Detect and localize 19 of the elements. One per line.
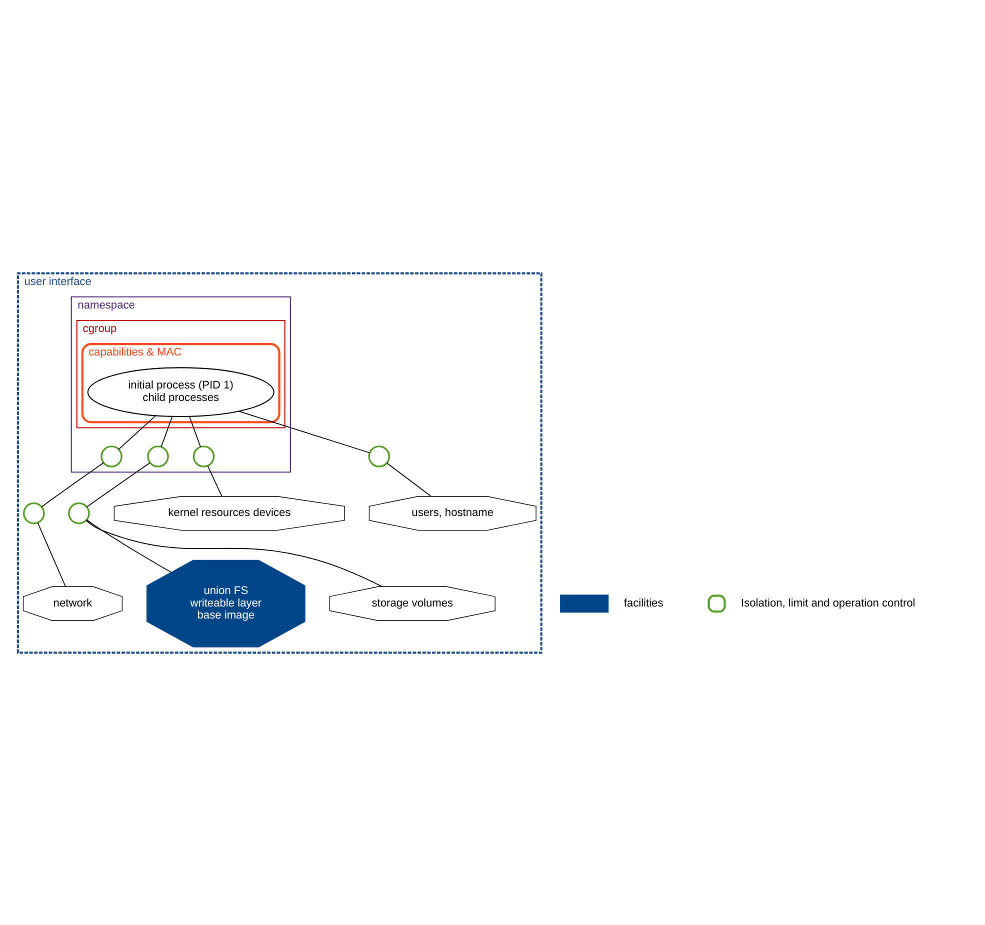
connector	[86, 462, 150, 507]
node-ellipse: initial process (PID 1) child processes	[86, 366, 274, 417]
node-circle	[368, 445, 390, 467]
node-circle	[146, 445, 168, 467]
connector	[386, 462, 431, 496]
connector	[40, 462, 104, 507]
legend-label: facilities	[623, 596, 663, 609]
connector	[118, 414, 156, 450]
connector	[86, 518, 171, 572]
node-circle	[22, 502, 44, 524]
node-circle	[100, 445, 122, 467]
node-circle	[192, 445, 214, 467]
connector	[188, 416, 200, 447]
node-circle	[68, 502, 90, 524]
connector	[206, 464, 222, 496]
connector	[36, 522, 66, 587]
connector	[160, 416, 172, 447]
legend-label: Isolation, limit and operation control	[740, 596, 915, 609]
connector	[85, 520, 382, 587]
